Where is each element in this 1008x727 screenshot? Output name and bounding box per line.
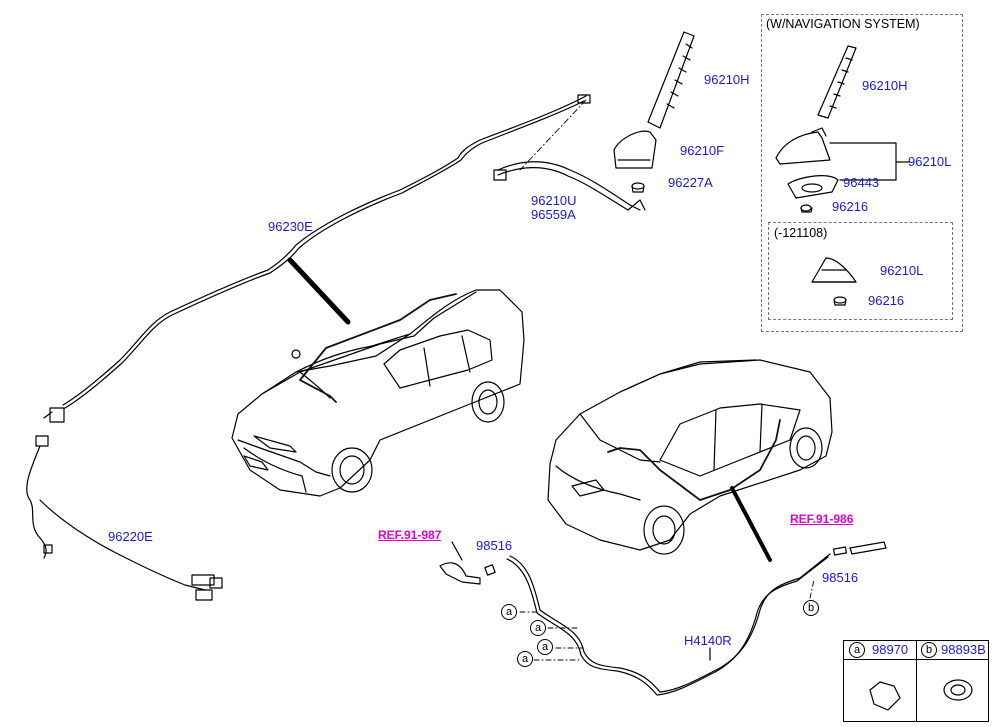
label-nav-96443: 96443	[843, 175, 880, 190]
antenna-cable-96230E	[43, 94, 591, 423]
label-nav-96210H: 96210H	[862, 78, 908, 93]
label-96220E: 96220E	[108, 529, 153, 544]
marker-a-4: a	[517, 651, 533, 667]
nav-system-title: (W/NAVIGATION SYSTEM)	[766, 17, 920, 31]
nav-antenna-pad	[787, 175, 839, 199]
label-98516-left: 98516	[476, 538, 513, 553]
nav-system-box	[761, 14, 963, 332]
nav-antenna-rod	[817, 45, 857, 119]
marker-a-1: a	[501, 604, 517, 620]
label-96230E: 96230E	[268, 219, 313, 234]
antenna-cable-H4140R	[484, 541, 887, 696]
legend-divider	[916, 641, 917, 721]
label-96210H: 96210H	[704, 72, 750, 87]
old-model-box	[768, 222, 953, 320]
label-old-96216: 96216	[868, 293, 905, 308]
label-nav-96210L: 96210L	[908, 154, 952, 169]
label-H4140R: H4140R	[684, 633, 732, 648]
old-model-title: (-121108)	[774, 226, 828, 240]
nav-antenna-base	[775, 131, 831, 165]
vehicle-rear-view	[547, 359, 833, 555]
label-98516-right: 98516	[822, 570, 859, 585]
label-nav-96216: 96216	[832, 199, 869, 214]
label-96210U: 96210U	[531, 193, 577, 208]
legend-key-a: a	[849, 642, 865, 658]
parts-legend: a 98970 b 98893B	[843, 640, 989, 722]
ref-91-987[interactable]: REF.91-987	[378, 528, 442, 542]
label-96210F: 96210F	[680, 143, 725, 158]
antenna-base-96210F	[613, 130, 657, 169]
antenna-rod-96210H	[647, 31, 695, 129]
label-96559A: 96559A	[531, 207, 576, 222]
label-96227A: 96227A	[668, 175, 713, 190]
antenna-cable-96220E	[26, 435, 223, 601]
vehicle-front-view	[231, 289, 525, 497]
marker-b-1: b	[803, 600, 819, 616]
marker-a-2: a	[530, 620, 546, 636]
label-old-96210L: 96210L	[880, 263, 924, 278]
antenna-bracket-96210U	[493, 161, 646, 211]
ref-91-986[interactable]: REF.91-986	[790, 512, 854, 526]
legend-key-b: b	[921, 642, 937, 658]
legend-part-a: 98970	[872, 642, 909, 657]
marker-a-3: a	[537, 639, 553, 655]
legend-part-b: 98893B	[941, 642, 986, 657]
